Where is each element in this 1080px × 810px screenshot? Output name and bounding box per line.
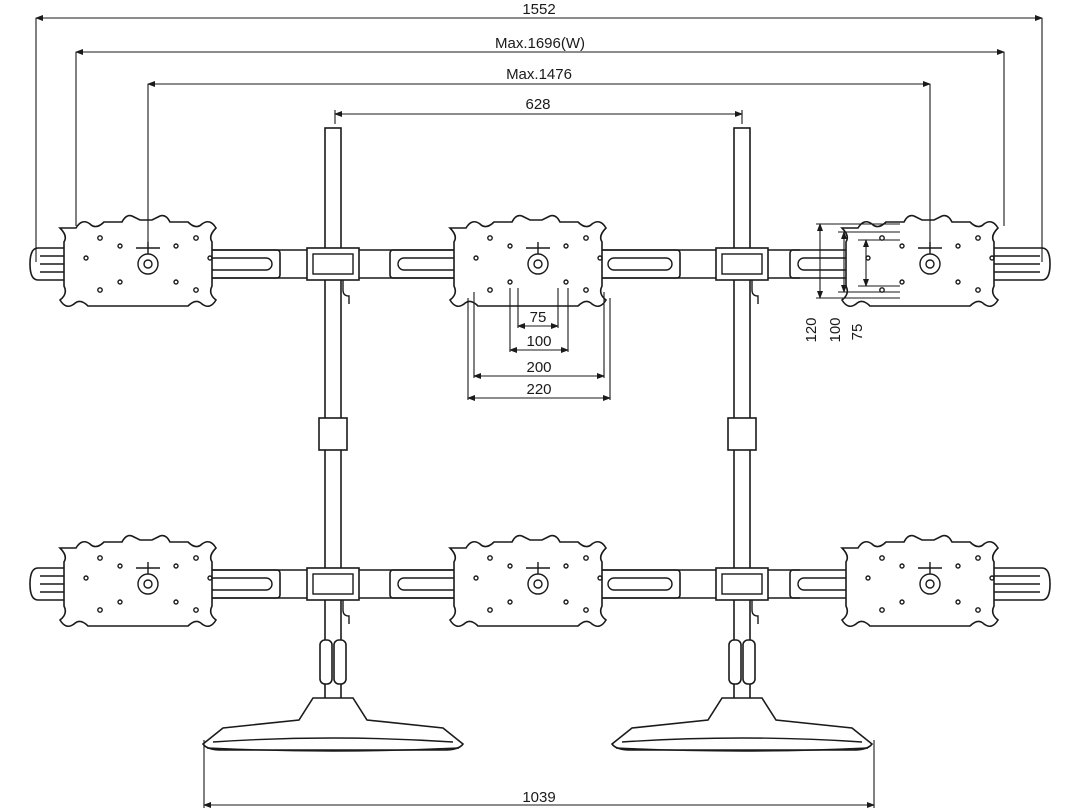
dim-label-vesa-220: 220 xyxy=(526,381,551,398)
lower-arm-tier xyxy=(30,536,1050,627)
dim-label-vesa-v-100: 100 xyxy=(827,317,844,342)
dim-label-1552: 1552 xyxy=(522,1,555,18)
dim-label-vesa-100: 100 xyxy=(526,333,551,350)
dim-vesa-vertical: 120 100 75 xyxy=(803,223,900,343)
upper-arm-tier xyxy=(30,216,1050,307)
dim-vesa-horizontal: 75 100 200 220 xyxy=(467,288,611,401)
left-base xyxy=(202,697,464,752)
dim-label-vesa-75: 75 xyxy=(530,309,547,326)
dim-label-vesa-200: 200 xyxy=(526,359,551,376)
dim-label-vesa-v-120: 120 xyxy=(803,317,820,342)
right-base xyxy=(611,697,873,752)
right-pole xyxy=(727,127,757,709)
dim-overall-width: 1552 xyxy=(35,1,1043,262)
left-pole xyxy=(318,127,348,709)
dim-max-width: Max.1696(W) xyxy=(75,35,1005,226)
dim-pole-spacing: 628 xyxy=(334,96,743,124)
dim-label-1039: 1039 xyxy=(522,789,555,806)
dim-label-vesa-v-75: 75 xyxy=(849,324,866,341)
dim-label-max-arm-span: Max.1476 xyxy=(506,66,572,83)
dim-label-628: 628 xyxy=(525,96,550,113)
dim-label-max-width: Max.1696(W) xyxy=(495,35,585,52)
dim-base-spacing: 1039 xyxy=(203,740,875,808)
dim-max-arm-span: Max.1476 xyxy=(147,66,931,252)
